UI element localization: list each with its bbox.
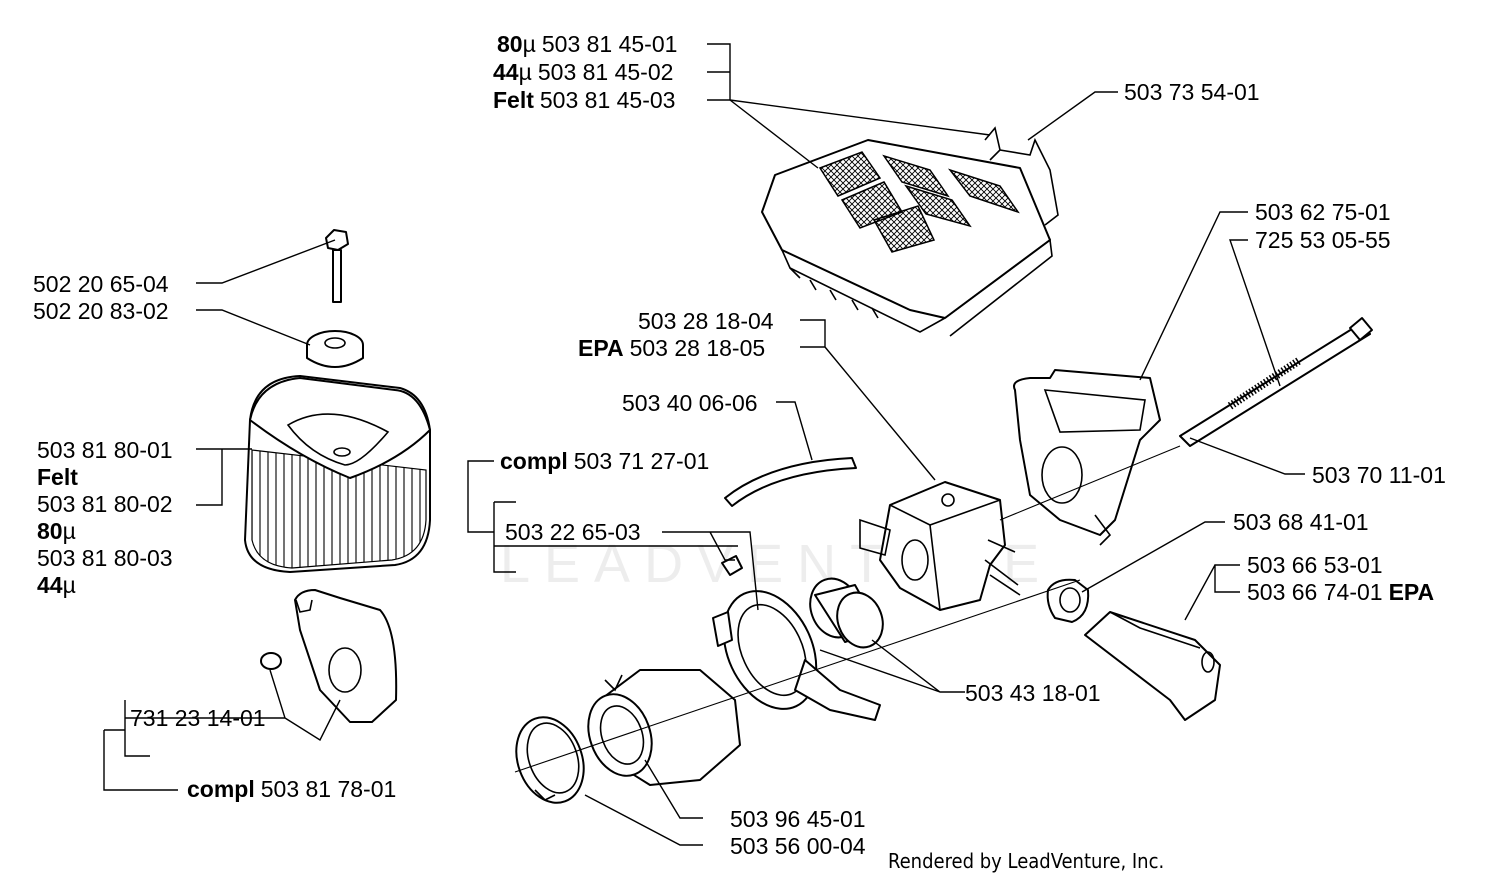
- label-503-62-75-01: 503 62 75-01: [1255, 199, 1391, 225]
- label-503-70-11-01: 503 70 11-01: [1312, 462, 1446, 488]
- label-731-23-14-01: 731 23 14-01: [130, 705, 266, 731]
- air-filter-cover-drawing: [761, 139, 1053, 337]
- label-503-43-18-01: 503 43 18-01: [965, 680, 1101, 706]
- intake-adapter-drawing: [1013, 369, 1161, 546]
- label-503-40-06-06: 503 40 06-06: [622, 390, 758, 416]
- credit-text: Rendered by LeadVenture, Inc.: [888, 849, 1164, 873]
- label-filter-44u: 44µ: [37, 572, 76, 598]
- label-filter-80u: 80µ: [37, 518, 76, 544]
- label-503-56-00-04: 503 56 00-04: [730, 833, 866, 859]
- carburetor-drawing: [859, 481, 1021, 611]
- label-725-53-05-55: 725 53 05-55: [1255, 227, 1391, 253]
- choke-lever-drawing: [1084, 611, 1221, 721]
- sleeve-drawing: [809, 577, 884, 649]
- intake-manifold-drawing: [587, 669, 741, 786]
- label-502-20-83-02: 502 20 83-02: [33, 298, 169, 324]
- label-503-81-80-01: 503 81 80-01: [37, 437, 173, 463]
- label-503-28-18-04: 503 28 18-04: [638, 308, 774, 334]
- label-503-22-65-03: 503 22 65-03: [505, 519, 641, 545]
- long-bolt-drawing: [1179, 317, 1373, 447]
- label-503-68-41-01: 503 68 41-01: [1233, 509, 1369, 535]
- label-filter-felt: Felt: [37, 464, 78, 490]
- adjust-bolt-drawing: [325, 229, 349, 303]
- centre-line-upper: [999, 445, 1181, 521]
- wire-clip-drawing: [984, 126, 1059, 226]
- label-503-96-45-01: 503 96 45-01: [730, 806, 866, 832]
- adjust-nut-drawing: [306, 330, 364, 368]
- label-503-73-54-01: 503 73 54-01: [1124, 79, 1260, 105]
- clamp-ring-drawing: [712, 555, 881, 721]
- air-filter-drawing: [244, 375, 431, 573]
- pump-cover-drawing: [1046, 578, 1090, 623]
- fuel-hose-drawing: [724, 457, 857, 507]
- label-502-20-65-04: 502 20 65-04: [33, 271, 169, 297]
- label-503-81-80-02: 503 81 80-02: [37, 491, 173, 517]
- leader-lines: [103, 43, 1305, 846]
- left-flange-drawing: [260, 589, 398, 723]
- label-503-81-80-03: 503 81 80-03: [37, 545, 173, 571]
- label-503-66-53-01: 503 66 53-01: [1247, 552, 1383, 578]
- centre-line: [514, 579, 1081, 773]
